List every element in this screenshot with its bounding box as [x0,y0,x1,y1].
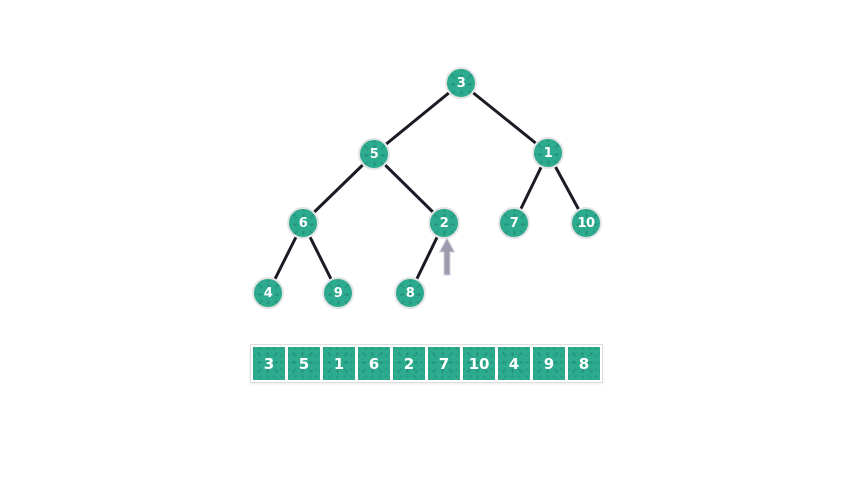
tree-node-4: 4 [252,277,284,309]
tree-node-9: 9 [322,277,354,309]
tree-node-7: 7 [498,207,530,239]
tree-node-1: 1 [532,137,564,169]
array-cell: 5 [288,347,320,380]
tree-node-10: 10 [570,207,602,239]
tree-edge [459,81,550,155]
array-cell: 3 [253,347,285,380]
array-cell: 10 [463,347,495,380]
array-cell: 1 [323,347,355,380]
array-cell: 9 [533,347,565,380]
tree-node-2: 2 [428,207,460,239]
array-representation: 3 5 1 6 2 7 10 4 9 8 [250,344,603,383]
array-cell: 8 [568,347,600,380]
array-cell: 7 [428,347,460,380]
tree-edge [372,81,463,156]
tree-node-5: 5 [358,138,390,170]
tree-node-8: 8 [394,277,426,309]
tree-node-3: 3 [445,67,477,99]
tree-node-6: 6 [287,207,319,239]
array-cell: 2 [393,347,425,380]
array-cell: 6 [358,347,390,380]
array-cell: 4 [498,347,530,380]
